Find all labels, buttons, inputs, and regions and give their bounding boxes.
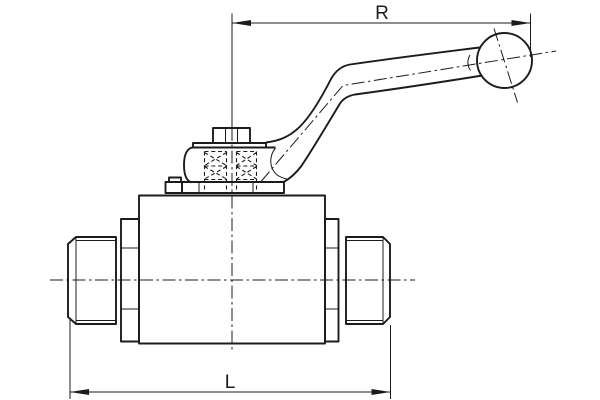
dimension-r: R <box>232 3 531 57</box>
locating-tab-lip <box>168 176 182 183</box>
knob-sphere <box>476 32 533 89</box>
knob-cross-centerline <box>493 28 518 103</box>
disc-spring-stack-hidden <box>203 150 258 193</box>
handle-upper-edge <box>265 46 480 144</box>
arrowhead-right-icon <box>511 20 531 26</box>
ball-knob <box>467 32 533 89</box>
hex-flat-right <box>324 218 340 343</box>
hub-end-arc <box>270 147 290 180</box>
dimension-l-label: L <box>225 372 236 393</box>
dimension-l: L <box>69 320 391 399</box>
handle-nut <box>212 127 251 144</box>
arrowhead-left-icon <box>232 20 251 26</box>
handle-lower-edge <box>283 74 483 183</box>
arrowhead-right-icon <box>371 389 391 395</box>
thread-minor-lines-right <box>346 240 383 321</box>
hex-edge-lines-right <box>325 247 339 310</box>
dimension-r-label: R <box>375 3 389 24</box>
hex-edge-lines-left <box>121 247 139 310</box>
thread-minor-lines-left <box>76 240 116 321</box>
threaded-port-right <box>324 218 391 343</box>
hex-flat-left <box>120 218 140 343</box>
lever-handle <box>183 46 483 184</box>
centerlines <box>50 13 557 352</box>
spring-stack-right <box>235 150 258 193</box>
threaded-port-left <box>67 218 140 343</box>
spring-stack-left <box>203 150 228 193</box>
nut-face-lines <box>225 128 238 143</box>
knob-neck-crease <box>467 54 471 71</box>
flange-division-lines <box>198 182 254 193</box>
arrowhead-left-icon <box>70 389 89 395</box>
handle-hub <box>183 146 276 184</box>
handle-axis-centerline <box>260 50 557 182</box>
locating-tab <box>164 181 183 194</box>
mounting-flange <box>181 181 285 194</box>
